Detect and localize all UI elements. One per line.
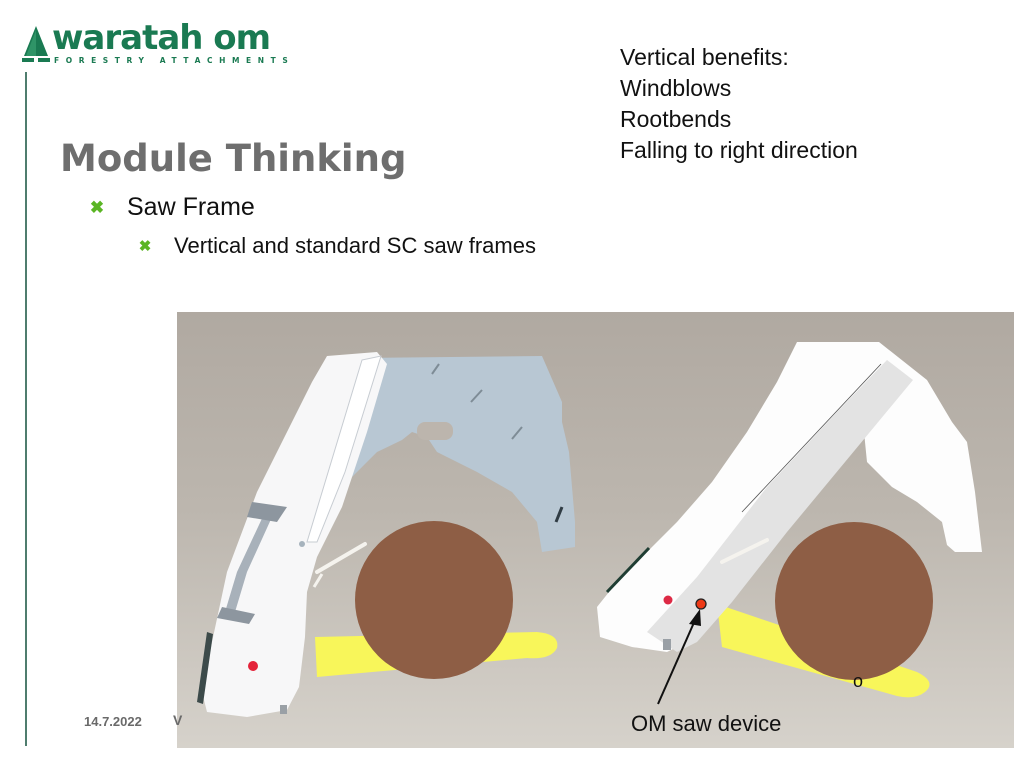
x-bullet-icon: ✖ (89, 197, 105, 217)
footer-text-fragment: V (173, 712, 183, 728)
slide-title: Module Thinking (60, 137, 407, 180)
decorative-vertical-rule (25, 72, 27, 746)
footer-date: 14.7.2022 (84, 714, 142, 729)
company-logo: waratah om FORESTRY ATTACHMENTS (22, 18, 288, 72)
bullet-text: Vertical and standard SC saw frames (174, 233, 536, 258)
bullet-item-level-2: ✖ Vertical and standard SC saw frames (136, 233, 536, 259)
benefit-item: Falling to right direction (620, 137, 858, 163)
svg-text:o: o (853, 671, 863, 691)
logo-brand: waratah om (52, 18, 271, 58)
benefits-heading: Vertical benefits: (620, 44, 789, 70)
saw-frame-rendering-image: o (177, 312, 1014, 748)
benefits-text-box: Vertical benefits: Windblows Rootbends F… (620, 42, 858, 166)
om-saw-device-annotation: OM saw device (631, 711, 782, 736)
benefit-item: Rootbends (620, 106, 732, 132)
benefit-item: Windblows (620, 75, 732, 101)
bullet-text: Saw Frame (127, 193, 255, 221)
tree-icon (22, 26, 50, 62)
logo-tagline: FORESTRY ATTACHMENTS (54, 56, 295, 65)
bullet-item-level-1: ✖ Saw Frame (87, 193, 255, 222)
x-bullet-icon: ✖ (138, 238, 152, 255)
